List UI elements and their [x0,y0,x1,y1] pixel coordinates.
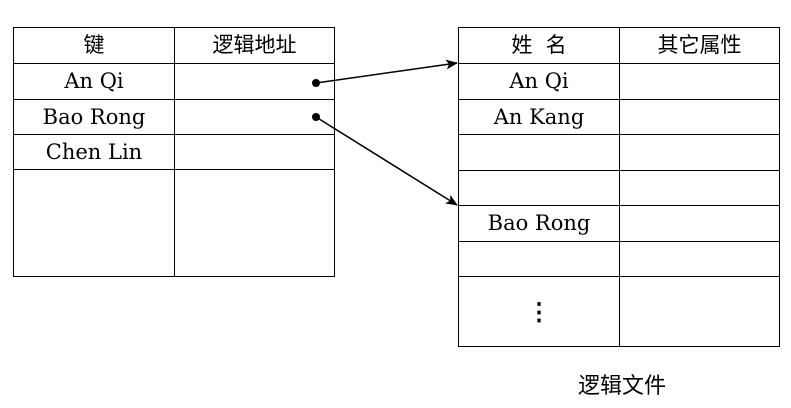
index-header-key: 键 [13,27,175,64]
pointer-line [315,116,458,206]
table-row: ⋮ [458,276,780,347]
index-address-cell [174,63,335,100]
file-name-cell: Bao Rong [458,205,620,242]
logical-file-table: 姓 名 其它属性 An Qi An Kang Bao Rong ⋮ [458,27,780,347]
table-row: An Qi [13,63,335,100]
file-attr-cell [619,205,780,242]
table-row [13,169,335,277]
index-key-cell [13,169,175,277]
table-row: Bao Rong [13,99,335,135]
table-row: Chen Lin [13,134,335,170]
file-header-name: 姓 名 [458,27,620,64]
file-attr-cell [619,241,780,277]
table-row [458,170,780,206]
index-header-row: 键 逻辑地址 [13,27,335,64]
file-name-cell: An Kang [458,99,620,135]
index-address-cell [174,99,335,135]
file-attr-cell [619,134,780,171]
table-row: An Qi [458,63,780,100]
file-name-cell: An Qi [458,63,620,100]
index-table: 键 逻辑地址 An Qi Bao Rong Chen Lin [13,27,335,277]
table-row: Bao Rong [458,205,780,242]
file-attr-cell [619,170,780,206]
pointer-arrow-an-qi [312,59,458,87]
pointer-arrow-bao-rong [312,113,458,206]
table-row [458,241,780,277]
table-row [458,134,780,171]
file-name-cell: ⋮ [458,276,620,347]
index-address-cell [174,169,335,277]
table-row: An Kang [458,99,780,135]
file-attr-cell [619,99,780,135]
file-attr-cell [619,276,780,347]
logical-file-caption: 逻辑文件 [578,374,667,399]
pointer-line [315,59,458,84]
index-header-address: 逻辑地址 [174,27,335,64]
file-name-cell [458,134,620,171]
